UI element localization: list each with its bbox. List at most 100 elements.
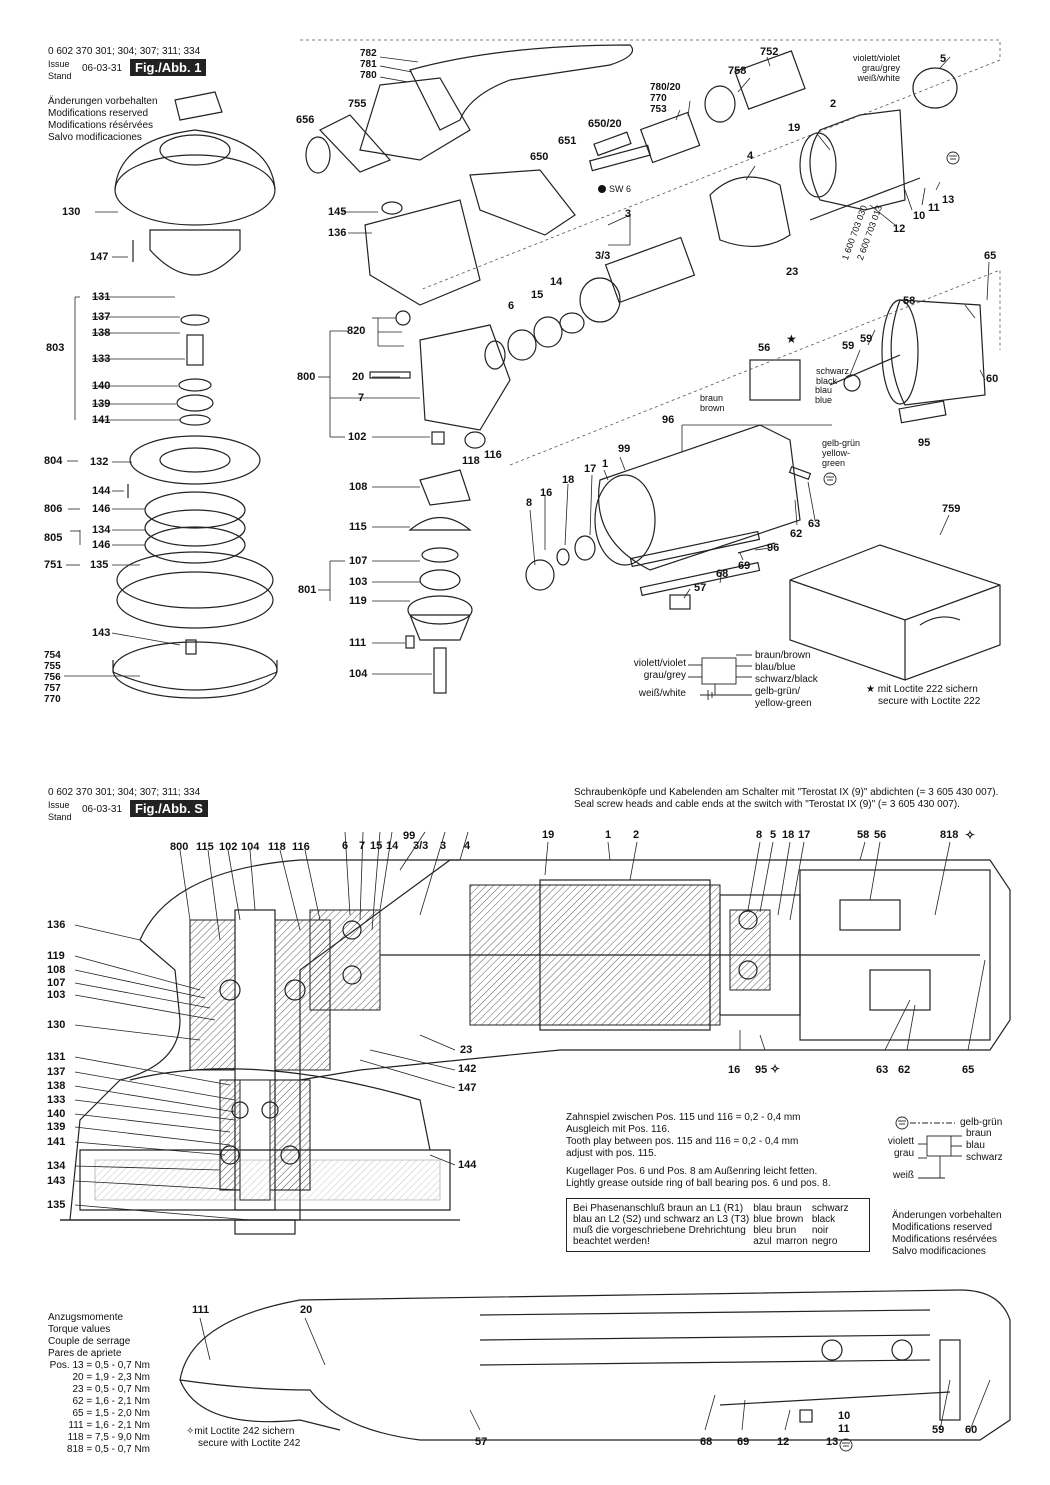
phase-color: blau [753,1203,773,1214]
callout-label: 650/20 [588,118,622,130]
callout-label: 10 [838,1410,851,1422]
callout-label: 803 [46,342,65,354]
callout-label: 62 [790,528,803,540]
callout-label: 20 [352,371,365,383]
callout-label: 116 [292,841,310,853]
callout-group: 754 755 756 757 770 [44,650,61,705]
phase-color: blue [753,1214,773,1225]
callout-label: 19 [542,829,555,841]
callout-label: 96 [767,542,780,554]
torque-value: Pos. 13 = 0,5 - 0,7 Nm [49,1360,150,1371]
callout-label: 12 [777,1436,790,1448]
callout-label: 16 [540,487,553,499]
note-line: adjust with pos. 115. [566,1148,657,1159]
callout-label: 755 [348,98,367,110]
issue-label-1: Issue [48,59,70,69]
callout-label: 770 [650,93,667,104]
callout-label: 147 [458,1082,477,1094]
callout-label: 65 [984,250,997,262]
callout-label: 656 [296,114,315,126]
middle-part-stack [305,44,652,694]
sheet1-issue-label: Issue Stand [48,58,72,82]
callout-label: 60 [965,1424,978,1436]
cross-section-diagram [60,831,1011,1452]
sheet2-callouts: 99 6 7 15 14 3/3 3 4 800 115 102 104 118… [0,820,1050,1480]
callout-label: 143 [92,627,111,639]
legend-label: blau/blue [755,662,796,673]
legend-label: braun [966,1128,992,1139]
callout-label: 3 [440,840,447,852]
callout-label: 99 [618,443,631,455]
callout-label: 5 [940,53,947,65]
loctite-line: mit Loctite 222 sichern [877,684,978,695]
callout-label: 57 [475,1436,488,1448]
callout-label: 95 [755,1064,768,1076]
issue-label-2: Stand [48,71,72,81]
loctite-242-marker-icon: ✧ [770,1062,781,1076]
legend-label: blau [966,1140,985,1151]
sheet1-issue-date: 06-03-31 [82,63,123,74]
loctite-242-marker-icon: ✧ [965,828,976,842]
sheet2-figure-badge: Fig./Abb. S [130,800,208,817]
callout-label: 13 [826,1436,839,1448]
wiring-legend-diagram [688,654,752,700]
callout-label: 140 [92,380,111,392]
callout-label: 143 [47,1175,66,1187]
wire-label: violett/violet [852,53,900,63]
phase-color: schwarz [811,1203,849,1214]
callout-label: 15 [531,289,544,301]
callout-label: 102 [348,431,367,443]
callout-label: 69 [737,1436,750,1448]
hex-key-icon [598,185,606,193]
callout-label: 753 [650,104,667,115]
wire-legend-ground: gelb-grün [960,1117,1003,1128]
torque-values: Pos. 13 = 0,5 - 0,7 Nm 20 = 1,9 - 2,3 Nm… [48,1360,150,1456]
note-line: Lightly grease outside ring of ball bear… [566,1178,831,1189]
callout-label: 107 [349,555,368,567]
seal-note: Schraubenköpfe und Kabelenden am Schalte… [574,787,998,811]
callout-label: 5 [770,829,777,841]
ground-icon [839,1438,853,1452]
sw6-label: SW 6 [609,184,632,194]
callout-label: 95 [918,437,931,449]
callout-label: 68 [716,568,729,580]
callout-label: 756 [44,672,61,683]
torque-title-line: Torque values [48,1324,111,1335]
callout-label: 104 [241,841,260,853]
callout-label: 108 [349,481,368,493]
callout-label: 103 [47,989,66,1001]
callout-label: 11 [838,1423,850,1435]
sheet2-part-number: 0 602 370 301; 304; 307; 311; 334 [48,787,201,798]
loctite-line: secure with Loctite 222 [878,696,981,707]
wiring-legend-right: braun/brown blau/blue schwarz/black gelb… [755,650,818,710]
legend-label: weiß/white [638,688,686,699]
wire-legend-diagram [895,1116,962,1179]
wire-label-black: schwarz black [816,366,850,386]
callout-label: 111 [349,637,367,649]
callout-label: 804 [44,455,63,467]
callout-label: 68 [700,1436,713,1448]
callout-label: 755 [44,661,61,672]
phase-text: blau an L2 (S2) und schwarz an L3 (T3) [573,1214,750,1225]
callout-label: 651 [558,135,577,147]
star-icon: ★ [866,684,878,695]
callout-label: 96 [662,414,675,426]
callout-label: 770 [44,694,61,705]
middle-leader-lines [318,56,432,675]
callout-label: 3 [625,208,632,220]
callout-label: 757 [44,683,61,694]
callout-label: 18 [562,474,575,486]
callout-label: 141 [47,1136,66,1148]
mod-line: Änderungen vorbehalten [48,96,158,107]
callout-label: 12 [893,223,906,235]
torque-value: 65 = 1,5 - 2,0 Nm [72,1408,150,1419]
legend-label: violett/violet [633,658,686,669]
phase-color: negro [811,1236,838,1247]
callout-label: 111 [192,1304,210,1316]
legend-label: grau/grey [643,670,686,681]
legend-label: schwarz/black [755,674,818,685]
wire-label-blue: blau blue [815,385,833,405]
callout-label: 19 [788,122,801,134]
callout-label: 119 [47,950,65,962]
callout-label: 118 [268,841,286,853]
